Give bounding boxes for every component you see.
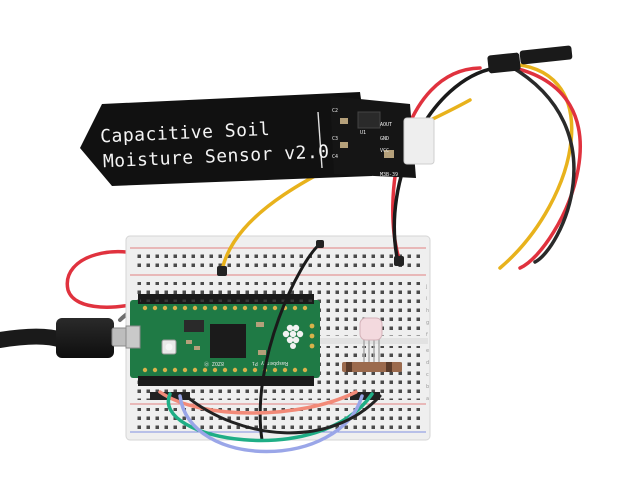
probe-silk-u1: U1	[360, 130, 366, 136]
svg-text:j: j	[425, 284, 427, 290]
red-wire-loop	[65, 249, 162, 309]
black-short-wire	[184, 394, 382, 435]
pico-usb-port	[125, 325, 141, 349]
svg-text:i: i	[426, 296, 427, 302]
rp2040-chip	[210, 324, 246, 358]
flash-chip	[184, 320, 204, 332]
green-wire	[166, 392, 374, 443]
probe-silk-c3: C3	[332, 136, 338, 142]
svg-text:g: g	[426, 320, 429, 326]
rgb-led	[359, 317, 383, 362]
probe-silk-c2: C2	[332, 108, 338, 114]
svg-text:d: d	[426, 360, 429, 366]
rgb-led-body	[359, 317, 383, 341]
probe-silk-vcc: VCC	[380, 148, 389, 154]
svg-text:h: h	[426, 308, 429, 314]
raspberry-pi-pico: 8ZOZ Ⓡ Raspberry Pi	[125, 294, 320, 386]
svg-text:b: b	[426, 384, 429, 390]
svg-text:c: c	[426, 372, 429, 378]
sensor-cable-black-right	[508, 64, 576, 264]
black-jumper-wire	[258, 242, 322, 442]
raspberry-logo	[282, 324, 304, 349]
probe-electronics-board	[330, 96, 416, 178]
usb-plug-body	[56, 318, 114, 358]
usb-cable	[0, 318, 133, 358]
pico-bottom-header	[138, 376, 314, 386]
svg-text:f: f	[426, 332, 428, 338]
svg-text:e: e	[426, 348, 429, 354]
probe-part-code: M3B-39	[380, 172, 398, 178]
pico-silk-right: Raspberry Pi	[252, 360, 288, 366]
sensor-cable-red-right	[503, 64, 582, 270]
probe-silk-gnd: GND	[380, 136, 389, 142]
probe-silk-c4: C4	[332, 154, 338, 160]
probe-chip	[357, 111, 381, 129]
soil-moisture-sensor: Capacitive Soil Moisture Sensor v2.0 C2 …	[80, 92, 435, 186]
pico-silk-left: 8ZOZ Ⓡ	[204, 360, 224, 367]
svg-text:a: a	[426, 396, 429, 402]
usb-cable-cord	[0, 328, 70, 348]
probe-pcb	[80, 92, 372, 186]
probe-silk-aout: AOUT	[380, 122, 392, 128]
salmon-wire	[158, 390, 358, 415]
row-letters: j i h g f e d c b a	[425, 284, 429, 402]
probe-connector	[403, 117, 435, 165]
cable-ferrule	[487, 45, 573, 74]
resistor-pack	[342, 362, 402, 372]
pico-top-header	[138, 294, 314, 304]
